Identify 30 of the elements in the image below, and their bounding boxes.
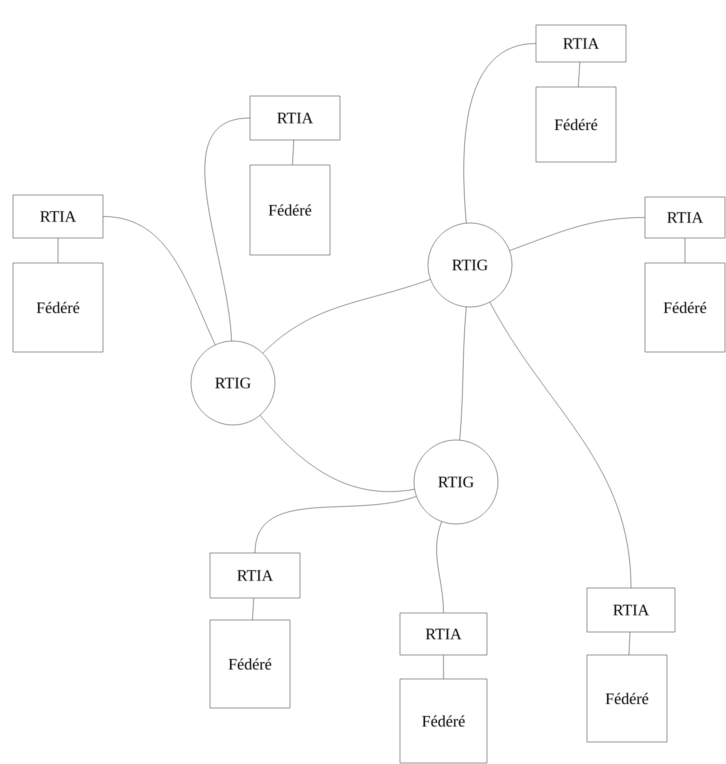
connector-line bbox=[262, 279, 431, 354]
process-box: Fédéré bbox=[586, 654, 668, 742]
process-box: RTIA bbox=[250, 96, 340, 140]
connector-line bbox=[103, 216, 216, 345]
connector-line bbox=[459, 306, 467, 440]
process-box: RTIA bbox=[210, 552, 300, 598]
process-box: Fédéré bbox=[536, 86, 616, 162]
process-box: RTIA bbox=[586, 588, 676, 632]
process-box: RTIA bbox=[536, 24, 626, 62]
connector-line bbox=[252, 598, 254, 620]
connector-line bbox=[260, 415, 415, 492]
connector-line bbox=[509, 217, 645, 251]
process-box: Fédéré bbox=[400, 678, 488, 764]
connector-line bbox=[464, 43, 536, 224]
connector-line bbox=[204, 118, 250, 342]
connector-line bbox=[292, 140, 294, 165]
connector-line bbox=[443, 655, 444, 679]
connector-line bbox=[684, 238, 686, 263]
connector-line bbox=[578, 62, 580, 87]
process-box: RTIA bbox=[400, 612, 488, 656]
process-box: Fédéré bbox=[12, 262, 104, 352]
process-box: Fédéré bbox=[250, 164, 330, 256]
process-box: RTIA bbox=[644, 196, 726, 238]
connector-line bbox=[628, 632, 630, 655]
process-box: RTIA bbox=[12, 194, 104, 238]
connector-line bbox=[254, 496, 417, 553]
process-box: Fédéré bbox=[644, 262, 726, 352]
connector-line bbox=[490, 302, 632, 588]
connector-line bbox=[436, 521, 444, 613]
process-box: Fédéré bbox=[210, 620, 290, 708]
